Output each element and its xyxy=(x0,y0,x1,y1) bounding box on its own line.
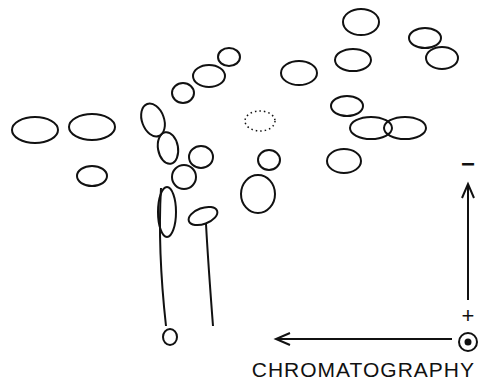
polarity-sign: + xyxy=(462,305,475,327)
peptide-spots xyxy=(12,9,458,237)
electrophoresis-arrow xyxy=(462,184,474,300)
origin-streak xyxy=(160,188,213,345)
origin-symbol xyxy=(459,333,477,351)
chromatography-arrow xyxy=(276,333,452,345)
polarity-sign: − xyxy=(461,152,475,176)
axis-label: CHROMATOGRAPHY xyxy=(252,359,475,380)
